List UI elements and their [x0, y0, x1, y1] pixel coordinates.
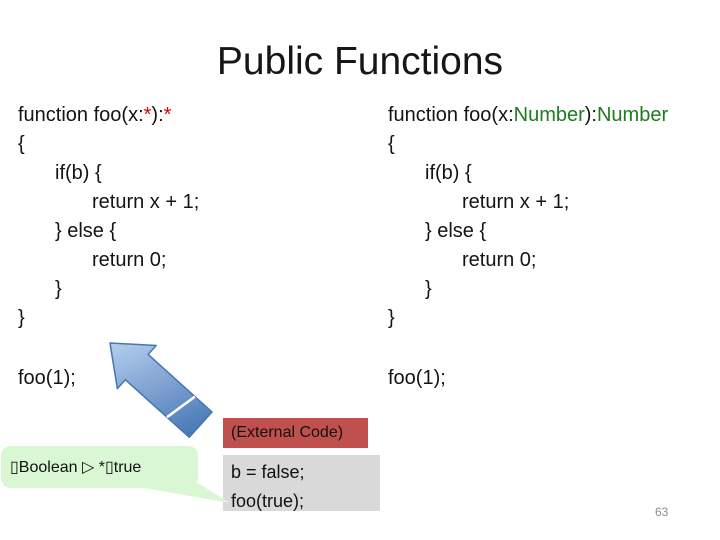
code-block-wildcard: function foo(x:*):* {if(b) {return x + 1… [18, 101, 199, 393]
signature-mid: ): [151, 104, 164, 126]
param-type-wildcard: * [143, 104, 152, 126]
function-call: foo(1); [388, 367, 446, 389]
code-line: { [18, 133, 25, 155]
code-line: } else { [55, 220, 117, 242]
arrow-stripe [166, 395, 196, 419]
code-line: { [388, 133, 395, 155]
callout-tail-shape [128, 483, 230, 503]
function-signature: function foo(x:*):* [18, 101, 199, 130]
code-line: } else { [425, 220, 487, 242]
param-type-number: Number [513, 104, 585, 126]
code-line: return 0; [92, 249, 167, 271]
arrow-shape [109, 342, 213, 439]
function-call: foo(1); [18, 367, 76, 389]
code-body: { if(b) { return x + 1; } else { return 0;}} [18, 130, 199, 333]
page-number: 63 [655, 505, 669, 519]
code-line: if(b) { [55, 162, 102, 184]
signature-pre: function foo(x: [18, 104, 144, 126]
signature-mid: ): [584, 104, 597, 126]
code-line: } [55, 278, 62, 300]
code-line: return x + 1; [462, 191, 570, 213]
code-line: return x + 1; [92, 191, 200, 213]
code-line: } [18, 307, 25, 329]
return-type-number: Number [596, 104, 669, 126]
arrow-up-left-icon [109, 342, 213, 439]
callout-bubble: ▯Boolean ▷ *▯true [1, 446, 198, 488]
slide-title: Public Functions [216, 40, 504, 83]
callout-text: ▯Boolean ▷ *▯true [10, 459, 142, 476]
code-line: return 0; [462, 249, 537, 271]
return-type-wildcard: * [163, 104, 172, 126]
code-block-number: function foo(x:Number):Number {if(b) {re… [388, 101, 668, 393]
code-line: } [425, 278, 432, 300]
code-line: b = false; [231, 462, 305, 482]
function-signature: function foo(x:Number):Number [388, 101, 668, 130]
code-line: } [388, 307, 395, 329]
external-code-box: b = false; foo(true); [223, 455, 380, 511]
code-body: { if(b) { return x + 1; } else { return 0;}} [388, 130, 668, 333]
callout-tail [128, 483, 230, 503]
code-line: foo(true); [231, 491, 305, 511]
code-line: if(b) { [425, 162, 472, 184]
external-code-label: (External Code) [223, 418, 368, 448]
signature-pre: function foo(x: [388, 104, 514, 126]
